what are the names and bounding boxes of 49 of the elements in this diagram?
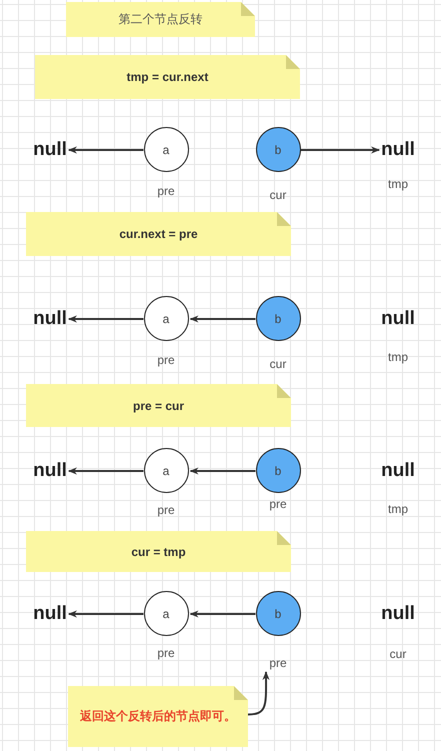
null-text: null xyxy=(33,460,67,482)
variable-label: pre xyxy=(157,184,175,198)
variable-label: pre xyxy=(157,353,175,367)
note-text: 返回这个反转后的节点即可。 xyxy=(80,708,236,725)
note-text: cur = tmp xyxy=(131,544,186,558)
arrow xyxy=(68,467,144,475)
arrow xyxy=(190,610,256,618)
variable-label: cur xyxy=(390,647,406,661)
list-node-circle: b xyxy=(256,127,300,172)
variable-label: pre xyxy=(157,503,175,517)
sticky-note xyxy=(26,212,291,256)
null-text: null xyxy=(33,603,67,625)
null-text: null xyxy=(381,460,415,482)
variable-label: pre xyxy=(157,646,175,660)
sticky-note xyxy=(66,2,255,37)
arrow xyxy=(68,315,144,323)
list-node-circle: a xyxy=(144,591,188,636)
list-node-circle: b xyxy=(256,448,300,493)
list-node-circle: a xyxy=(144,127,188,172)
list-node-circle: a xyxy=(144,448,188,493)
sticky-note xyxy=(68,686,248,747)
note-text: tmp = cur.next xyxy=(126,70,208,84)
variable-label: tmp xyxy=(388,350,408,364)
null-text: null xyxy=(381,139,415,161)
variable-label: cur xyxy=(270,188,286,202)
arrow xyxy=(68,610,144,618)
arrow xyxy=(300,146,380,154)
variable-label: tmp xyxy=(388,177,408,191)
variable-label: pre xyxy=(269,497,287,511)
sticky-note xyxy=(26,531,291,572)
variable-label: pre xyxy=(269,656,287,670)
list-node-circle: a xyxy=(144,296,188,341)
list-node-circle: b xyxy=(256,591,300,636)
variable-label: tmp xyxy=(388,502,408,516)
arrow xyxy=(68,146,144,154)
note-text: pre = cur xyxy=(132,398,184,412)
null-text: null xyxy=(33,139,67,161)
null-text: null xyxy=(33,308,67,330)
arrow xyxy=(190,315,256,323)
arrow xyxy=(190,467,256,475)
sticky-note xyxy=(26,384,291,427)
variable-label: cur xyxy=(270,357,286,371)
note-text: 第二个节点反转 xyxy=(118,11,202,28)
note-text: cur.next = pre xyxy=(119,227,198,241)
sticky-note xyxy=(35,55,300,99)
null-text: null xyxy=(381,603,415,625)
list-node-circle: b xyxy=(256,296,300,341)
null-text: null xyxy=(381,308,415,330)
arrow xyxy=(248,671,270,716)
